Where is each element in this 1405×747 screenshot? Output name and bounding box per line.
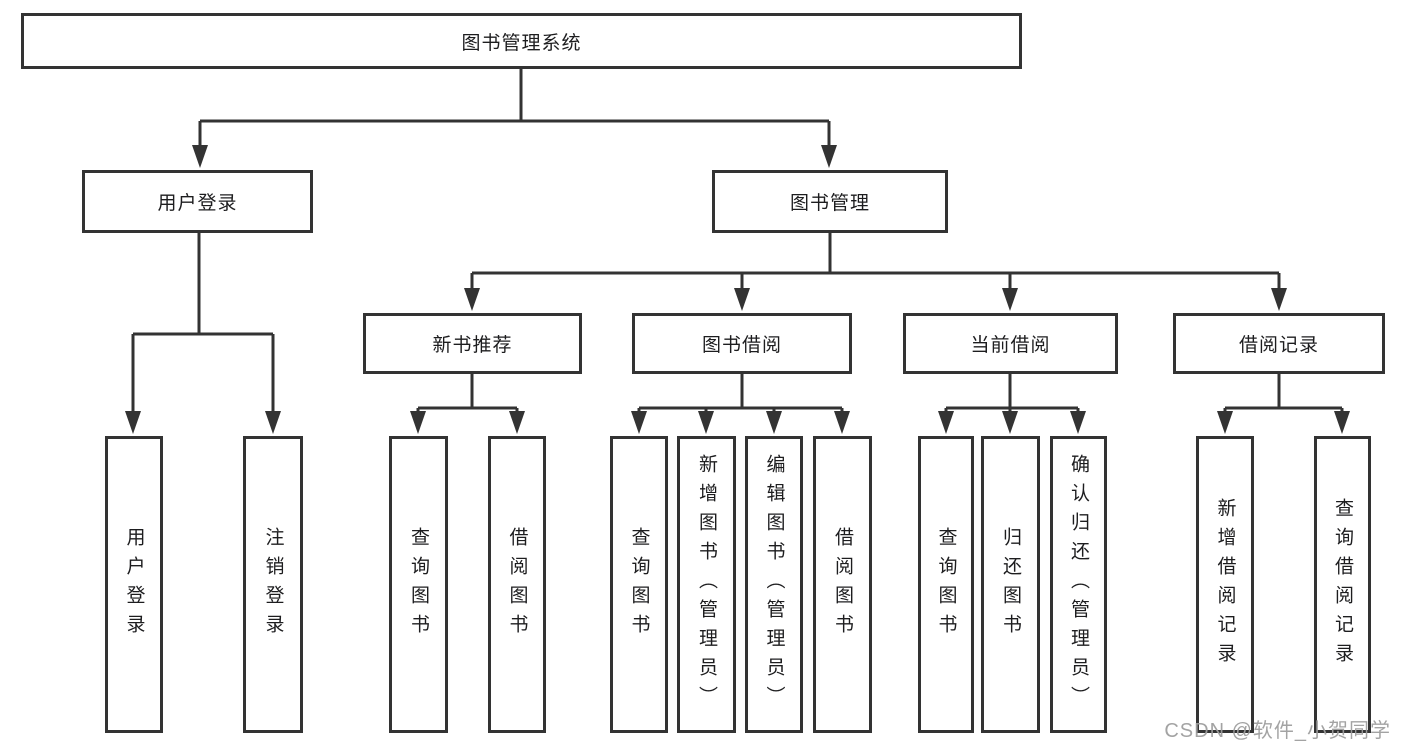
node-label: 借阅记录 <box>1238 335 1319 356</box>
arrowhead <box>698 411 714 434</box>
node-label: 新增图书（管理员） <box>696 454 717 715</box>
node-label: 图书借阅 <box>701 335 782 356</box>
leaf-bb-edit-books-admin: 编辑图书（管理员） <box>745 436 803 733</box>
arrowhead <box>509 411 525 434</box>
node-label: 查询借阅记录 <box>1332 497 1353 672</box>
connector-book-mgmt-children <box>470 233 1281 289</box>
node-label: 图书管理系统 <box>461 32 582 54</box>
node-label: 编辑图书（管理员） <box>763 454 785 715</box>
node-new-book-recommend: 新书推荐 <box>363 313 582 374</box>
node-label: 查询图书 <box>628 526 650 643</box>
node-label: 用户登录 <box>157 193 238 214</box>
connector-borrow-records-children <box>1223 374 1344 412</box>
arrowhead <box>125 411 141 434</box>
arrowhead <box>821 145 837 168</box>
node-label: 当前借阅 <box>970 335 1051 356</box>
node-root-book-management-system: 图书管理系统 <box>21 13 1022 69</box>
csdn-watermark: CSDN @软件_小贺同学 <box>1164 720 1391 742</box>
arrowhead <box>1002 288 1018 311</box>
node-label: 用户登录 <box>123 526 145 643</box>
connector-user-login-children <box>131 233 275 412</box>
leaf-br-add-borrow-record: 新增借阅记录 <box>1196 436 1254 733</box>
node-label: 确认归还（管理员） <box>1068 454 1089 715</box>
arrowhead <box>834 411 850 434</box>
leaf-cb-query-books: 查询图书 <box>918 436 974 733</box>
arrowhead <box>1002 411 1018 434</box>
node-label: 归还图书 <box>1000 526 1021 643</box>
connector-new-book-children <box>416 374 519 412</box>
connector-current-borrow-children <box>944 374 1080 412</box>
arrowhead <box>410 411 426 434</box>
arrowhead <box>1334 411 1350 434</box>
arrowhead <box>1271 288 1287 311</box>
arrowhead <box>766 411 782 434</box>
node-book-management: 图书管理 <box>712 170 948 233</box>
node-label: 新增借阅记录 <box>1214 497 1236 672</box>
node-user-login: 用户登录 <box>82 170 313 233</box>
leaf-br-query-borrow-record: 查询借阅记录 <box>1314 436 1371 733</box>
leaf-logout-login: 注销登录 <box>243 436 303 733</box>
node-label: 注销登录 <box>262 526 284 643</box>
arrowhead <box>938 411 954 434</box>
arrowhead <box>1217 411 1233 434</box>
node-current-borrowing: 当前借阅 <box>903 313 1118 374</box>
arrowhead <box>464 288 480 311</box>
leaf-nb-borrow-books: 借阅图书 <box>488 436 546 733</box>
connector-root-to-level2 <box>198 69 831 146</box>
node-borrowing-records: 借阅记录 <box>1173 313 1385 374</box>
node-label: 图书管理 <box>789 193 870 214</box>
node-label: 借阅图书 <box>506 526 528 643</box>
node-label: 新书推荐 <box>432 335 513 356</box>
node-label: 借阅图书 <box>832 526 853 643</box>
leaf-user-login: 用户登录 <box>105 436 163 733</box>
arrowhead <box>265 411 281 434</box>
connector-book-borrow-children <box>637 374 844 412</box>
arrowhead <box>631 411 647 434</box>
leaf-nb-query-books: 查询图书 <box>389 436 448 733</box>
leaf-cb-return-books: 归还图书 <box>981 436 1040 733</box>
node-label: 查询图书 <box>935 526 957 643</box>
node-book-borrowing: 图书借阅 <box>632 313 852 374</box>
leaf-bb-query-books: 查询图书 <box>610 436 668 733</box>
leaf-cb-confirm-return-admin: 确认归还（管理员） <box>1050 436 1107 733</box>
node-label: 查询图书 <box>408 526 429 643</box>
arrowhead <box>1070 411 1086 434</box>
arrowhead <box>192 145 208 168</box>
leaf-bb-borrow-books: 借阅图书 <box>813 436 872 733</box>
arrowhead <box>734 288 750 311</box>
leaf-bb-add-books-admin: 新增图书（管理员） <box>677 436 736 733</box>
